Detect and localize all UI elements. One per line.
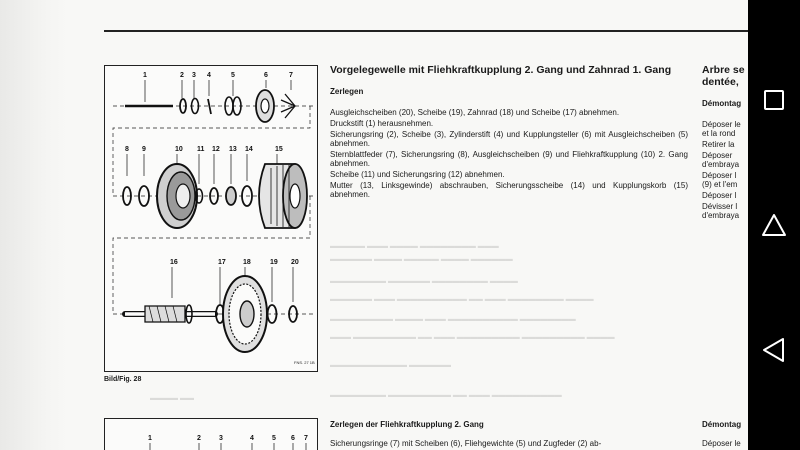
callout-20: 20: [291, 259, 299, 266]
callout-12: 12: [212, 146, 220, 153]
callout-14: 14: [245, 146, 253, 153]
back-button[interactable]: [748, 324, 800, 376]
french-line: d'embraya: [702, 160, 740, 170]
french-section2-title: Démontag: [702, 420, 742, 429]
bleed-through-text: ▬▬▬▬▬▬▬▬▬▬▬ ▬▬▬▬▬▬: [330, 362, 451, 369]
plate-code: FNS. 27 1B: [294, 360, 315, 365]
figure-caption: Bild/Fig. 28: [104, 376, 142, 383]
callout-2: 2: [180, 72, 184, 79]
callout-5: 5: [272, 435, 276, 442]
callout-1: 1: [143, 72, 147, 79]
section-title: Vorgelegewelle mit Fliehkraftkupplung 2.…: [330, 64, 672, 76]
bleed-through-text: ▬▬▬▬▬▬ ▬▬▬ ▬▬▬▬▬▬▬▬▬▬ ▬▬ ▬▬▬ ▬▬▬▬▬▬▬▬ ▬▬…: [330, 296, 594, 303]
french-line: Dévisser l: [702, 201, 738, 211]
callout-4: 4: [250, 435, 254, 442]
navigation-bar: [748, 0, 800, 450]
callout-4: 4: [207, 72, 211, 79]
french-line: Déposer l: [702, 170, 737, 180]
second-figure: 1 2 3 4 5 6 7: [104, 418, 318, 450]
callout-15: 15: [275, 146, 283, 153]
callout-7: 7: [289, 72, 293, 79]
callout-2: 2: [197, 435, 201, 442]
main-text-column: Vorgelegewelle mit Fliehkraftkupplung 2.…: [330, 64, 688, 199]
scanned-page: ▬▬▬▬▬ ▬▬▬ ▬▬▬▬ ▬▬▬▬▬▬▬▬ ▬▬▬ ▬▬▬▬▬▬ ▬▬▬▬ …: [0, 0, 748, 450]
french-title-line: dentée,: [702, 76, 739, 88]
callout-10: 10: [175, 146, 183, 153]
french-line: Déposer le: [702, 120, 741, 129]
callout-1: 1: [148, 435, 152, 442]
french-line: d'embraya: [702, 211, 740, 221]
paragraph: Sicherungsring (2), Scheibe (3), Zylinde…: [330, 129, 688, 148]
french-line: Déposer: [702, 150, 733, 160]
french-subtitle: Démontag: [702, 99, 742, 108]
section2-title: Zerlegen der Fliehkraftkupplung 2. Gang: [330, 420, 484, 429]
top-rule: [104, 30, 748, 32]
paragraph: Sternblattfeder (7), Sicherungsring (8),…: [330, 149, 688, 168]
recent-apps-button[interactable]: [748, 74, 800, 126]
section-subtitle: Zerlegen: [330, 87, 364, 96]
callout-8: 8: [125, 146, 129, 153]
callout-6: 6: [264, 72, 268, 79]
paragraph: Druckstift (1) herausnehmen.: [330, 118, 434, 128]
page-margin: [0, 0, 68, 450]
bleed-through-text: ▬▬▬▬▬▬▬▬▬ ▬▬▬▬ ▬▬▬ ▬▬▬▬▬▬▬▬▬▬ ▬▬▬▬▬▬▬▬: [330, 316, 576, 323]
triangle-up-outline-icon: [762, 214, 786, 236]
paragraph: Mutter (13, Linksgewinde) abschrauben, S…: [330, 180, 688, 199]
callout-3: 3: [192, 72, 196, 79]
french-title-line: Arbre se: [702, 64, 745, 76]
bleed-through-text: ▬▬▬ ▬▬▬▬▬▬▬▬▬ ▬▬ ▬▬▬ ▬▬▬▬▬▬▬▬▬ ▬▬▬▬▬▬▬▬▬…: [330, 334, 615, 341]
french-line: et la rond: [702, 129, 736, 139]
bleed-through-text: ▬▬▬▬▬▬▬▬ ▬▬▬▬▬▬▬▬▬ ▬▬ ▬▬▬ ▬▬▬▬▬▬▬▬▬▬: [330, 392, 562, 399]
exploded-view-drawing: 1 2 3 4 5 6 7 8 9 10 11 12 13 14 15 16 1…: [112, 72, 315, 365]
bleed-through-text: ▬▬▬▬▬▬▬▬ ▬▬▬▬▬▬ ▬▬▬▬▬▬▬▬ ▬▬▬▬: [330, 278, 518, 285]
paragraph: Ausgleichscheiben (20), Scheibe (19), Za…: [330, 108, 620, 117]
french-text-column: Arbre se dentée, Démontag Déposer le et …: [702, 64, 748, 220]
french-line: (9) et l'em: [702, 180, 738, 190]
home-button[interactable]: [748, 199, 800, 251]
callout-3: 3: [219, 435, 223, 442]
triangle-left-outline-icon: [763, 338, 784, 362]
square-outline-icon: [764, 90, 784, 110]
callout-17: 17: [218, 259, 226, 266]
callout-7: 7: [304, 435, 308, 442]
callout-9: 9: [142, 146, 146, 153]
bleed-through-text: ▬▬▬▬ ▬▬: [150, 395, 194, 402]
french-section2-line: Déposer le: [702, 439, 741, 448]
callout-13: 13: [229, 146, 237, 153]
bleed-through-text: ▬▬▬▬▬ ▬▬▬ ▬▬▬▬ ▬▬▬▬▬▬▬▬ ▬▬▬: [330, 243, 499, 250]
callout-6: 6: [291, 435, 295, 442]
paragraph: Scheibe (11) und Sicherungsring (12) abn…: [330, 169, 505, 179]
callout-19: 19: [270, 259, 278, 266]
second-figure-drawing: 1 2 3 4 5 6 7: [148, 435, 308, 450]
section2-paragraph: Sicherungsringe (7) mit Scheiben (6), Fl…: [330, 439, 602, 448]
bleed-through-text: ▬▬▬▬▬▬ ▬▬▬▬ ▬▬▬▬▬ ▬▬▬▬ ▬▬▬▬▬▬: [330, 256, 513, 263]
exploded-view-figure: 1 2 3 4 5 6 7 8 9 10 11 12 13 14 15 16 1…: [104, 65, 318, 372]
callout-11: 11: [197, 146, 205, 153]
callout-16: 16: [170, 259, 178, 266]
callout-18: 18: [243, 259, 251, 266]
french-line: Déposer l: [702, 191, 737, 201]
french-line: Retirer la: [702, 140, 735, 150]
callout-5: 5: [231, 72, 235, 79]
